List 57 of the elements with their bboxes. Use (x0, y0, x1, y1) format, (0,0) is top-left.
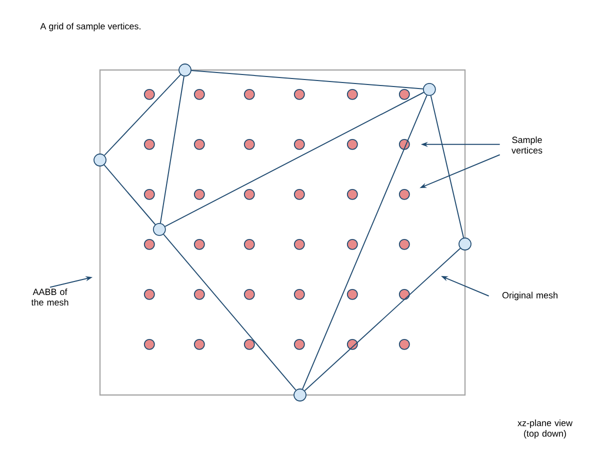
sample-vertex (294, 338, 305, 350)
sample-vertex (144, 238, 155, 250)
sample-vertex (294, 88, 305, 100)
sample-vertex (398, 188, 410, 200)
sample-vertex (346, 188, 358, 200)
mesh-vertex (294, 388, 306, 402)
sample-vertex (346, 88, 358, 100)
sample-vertex (194, 138, 205, 150)
sample-vertex (194, 338, 205, 350)
sample-vertex (294, 138, 305, 150)
sample-vertex (194, 238, 205, 250)
sample-vertex (346, 288, 358, 300)
mesh-vertex (94, 154, 106, 166)
sample-vertex (244, 238, 255, 250)
mesh-edge (163, 234, 296, 391)
title: A grid of sample vertices. (40, 22, 140, 32)
mesh-edge (104, 74, 182, 156)
bounding-box (99, 69, 466, 396)
sample-vertex (346, 238, 358, 250)
mesh-vertex (152, 222, 166, 236)
mesh-edge (104, 164, 156, 225)
sample-vertex (144, 338, 155, 350)
mesh-edge (304, 248, 461, 392)
sample-vertex (294, 238, 305, 250)
sample-vertex (244, 138, 255, 150)
callout-text: AABB of the mesh (31, 288, 68, 306)
mesh-vertex (458, 238, 472, 250)
sample-vertex (144, 188, 155, 200)
sample-vertex (294, 188, 305, 200)
sample-vertex (244, 338, 255, 350)
mesh-edge (430, 95, 464, 238)
mesh-edge (164, 92, 424, 227)
sample-vertex (398, 288, 410, 300)
sample-vertex (398, 138, 410, 150)
sample-vertex (398, 88, 410, 100)
sample-vertex (194, 88, 205, 100)
sample-vertex (144, 138, 155, 150)
sample-vertex (294, 288, 305, 300)
sample-vertex (244, 188, 255, 200)
sample-vertex (398, 238, 410, 250)
sample-vertex (194, 288, 205, 300)
mesh-vertex (422, 82, 436, 96)
sample-vertex (398, 338, 410, 350)
mesh-edge (190, 70, 424, 90)
sample-vertex (244, 88, 255, 100)
callout-text: Sample vertices (512, 136, 542, 154)
callout-text: Original mesh (502, 292, 558, 300)
sample-vertex (144, 288, 155, 300)
mesh-edge (302, 94, 428, 390)
sample-vertex (144, 88, 155, 100)
sample-vertex (244, 288, 255, 300)
mesh-vertex (178, 64, 192, 76)
sample-vertex (346, 138, 358, 150)
view-note: xz-plane view (top down) (518, 420, 573, 438)
mesh-edge (160, 76, 184, 224)
sample-vertex (346, 338, 358, 350)
sample-vertex (194, 188, 205, 200)
